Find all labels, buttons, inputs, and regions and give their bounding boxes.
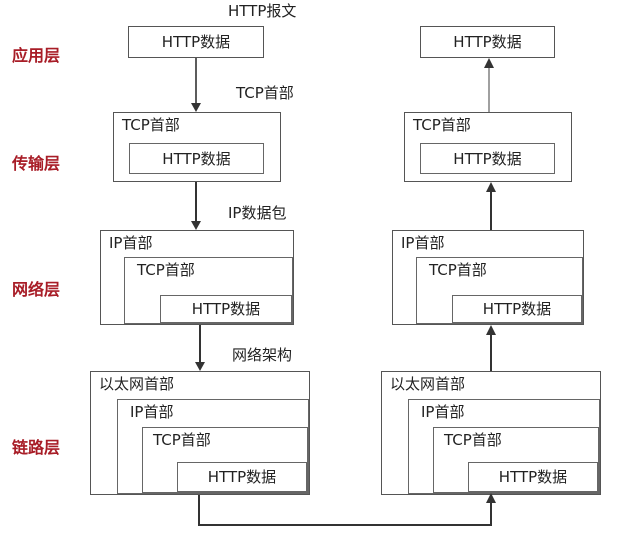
right-link-tcp-label: TCP首部 xyxy=(444,431,502,449)
left-app-http-data-box: HTTP数据 xyxy=(128,26,264,58)
right-transport-http-data-box: HTTP数据 xyxy=(420,143,555,174)
right-link-ip-box: IP首部 TCP首部 HTTP数据 xyxy=(408,399,600,494)
right-network-ip-label: IP首部 xyxy=(401,234,445,252)
left-transport-tcp-box: TCP首部 HTTP数据 xyxy=(113,112,281,182)
right-link-ethernet-label: 以太网首部 xyxy=(390,375,466,393)
right-link-ip-label: IP首部 xyxy=(421,403,465,421)
layer-label-link: 链路层 xyxy=(12,438,61,457)
left-link-ethernet-box: 以太网首部 IP首部 TCP首部 HTTP数据 xyxy=(90,371,310,495)
left-link-tcp-label: TCP首部 xyxy=(153,431,211,449)
left-link-http-data-label: HTTP数据 xyxy=(207,468,277,486)
label-http-message: HTTP报文 xyxy=(228,2,297,20)
left-app-http-data-label: HTTP数据 xyxy=(161,33,231,51)
left-transport-http-data-box: HTTP数据 xyxy=(129,143,264,174)
right-transport-http-data-label: HTTP数据 xyxy=(453,149,522,168)
right-network-tcp-label: TCP首部 xyxy=(429,261,487,279)
left-link-tcp-box: TCP首部 HTTP数据 xyxy=(142,427,308,493)
right-network-http-data-label: HTTP数据 xyxy=(482,300,552,318)
layer-label-application: 应用层 xyxy=(12,46,61,65)
left-transport-http-data-label: HTTP数据 xyxy=(162,149,231,168)
arrowhead-up-transport-to-app xyxy=(484,58,494,68)
left-network-tcp-box: TCP首部 HTTP数据 xyxy=(124,257,293,324)
label-tcp-header-flow: TCP首部 xyxy=(236,84,294,102)
arrowhead-up-link-to-network xyxy=(486,325,496,335)
left-transport-tcp-label: TCP首部 xyxy=(122,116,180,134)
left-network-ip-label: IP首部 xyxy=(109,234,153,252)
left-link-ip-box: IP首部 TCP首部 HTTP数据 xyxy=(117,399,309,494)
arrowhead-down-network-to-link xyxy=(195,362,205,371)
right-app-http-data-box: HTTP数据 xyxy=(420,26,555,58)
right-transport-tcp-box: TCP首部 HTTP数据 xyxy=(404,112,572,182)
arrowhead-up-network-to-transport xyxy=(486,182,496,192)
arrowhead-up-into-right-link xyxy=(486,493,496,503)
left-network-tcp-label: TCP首部 xyxy=(137,261,195,279)
right-app-http-data-label: HTTP数据 xyxy=(453,33,522,51)
right-network-tcp-box: TCP首部 HTTP数据 xyxy=(416,257,583,324)
right-transport-tcp-label: TCP首部 xyxy=(413,116,471,134)
arrowhead-down-app-to-transport xyxy=(191,103,201,112)
layer-label-network: 网络层 xyxy=(12,280,61,299)
connector-left-to-right-link xyxy=(198,495,492,526)
left-network-http-data-label: HTTP数据 xyxy=(191,300,261,318)
right-link-ethernet-box: 以太网首部 IP首部 TCP首部 HTTP数据 xyxy=(381,371,601,495)
right-network-http-data-box: HTTP数据 xyxy=(452,295,582,323)
left-network-http-data-box: HTTP数据 xyxy=(160,295,292,323)
right-link-http-data-box: HTTP数据 xyxy=(468,462,598,492)
label-ip-packet-flow: IP数据包 xyxy=(228,204,287,222)
right-network-ip-box: IP首部 TCP首部 HTTP数据 xyxy=(392,230,584,325)
label-network-architecture-flow: 网络架构 xyxy=(232,346,293,364)
arrowhead-down-transport-to-network xyxy=(191,221,201,230)
left-link-http-data-box: HTTP数据 xyxy=(177,462,307,492)
layer-label-transport: 传输层 xyxy=(12,154,61,173)
left-link-ip-label: IP首部 xyxy=(130,403,174,421)
left-link-ethernet-label: 以太网首部 xyxy=(99,375,175,393)
right-link-http-data-label: HTTP数据 xyxy=(498,468,568,486)
left-network-ip-box: IP首部 TCP首部 HTTP数据 xyxy=(100,230,294,325)
right-link-tcp-box: TCP首部 HTTP数据 xyxy=(433,427,599,493)
